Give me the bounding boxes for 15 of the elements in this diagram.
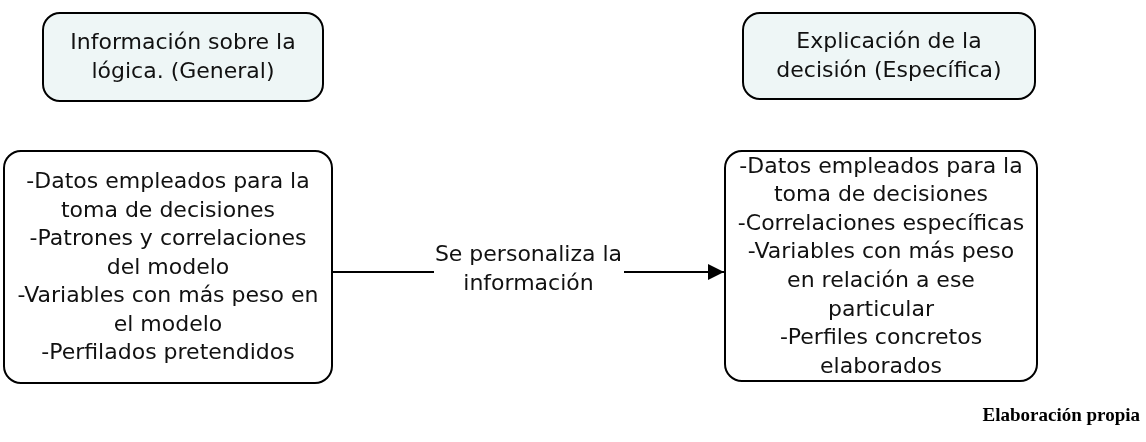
header-box	[742, 12, 1036, 100]
node-text: -Perfiles concretos elaborados	[778, 323, 984, 380]
node-text: -Variables con más peso en el modelo	[16, 281, 320, 338]
node-text: -Datos empleados para la toma de decisiones	[738, 151, 1024, 209]
node-text: -Variables con más peso en relación a ese particular	[746, 237, 1016, 323]
header-box	[42, 12, 324, 102]
source-note: Elaboración propia	[982, 404, 1140, 426]
node-text: -Perfilados pretendidos	[41, 338, 295, 367]
content-box	[724, 150, 1038, 382]
node-text: -Patrones y correlaciones del modelo	[28, 224, 308, 281]
node-text: -Datos empleados para la toma de decisiones	[25, 166, 311, 224]
node-text: Explicación de la decisión (Específica)	[775, 27, 1003, 84]
node-text: Información sobre la lógica. (General)	[69, 28, 297, 85]
node-text: -Correlaciones específicas	[737, 208, 1025, 237]
content-box	[3, 150, 333, 384]
